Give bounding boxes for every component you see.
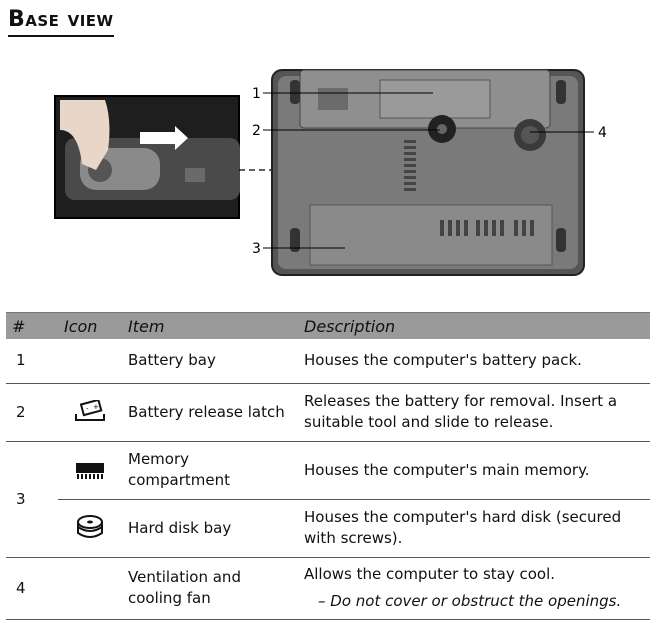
row-item: Memory compartment [122, 441, 298, 500]
row-num: 4 [6, 557, 58, 620]
base-view-figure: 1 2 3 4 [54, 69, 607, 276]
row-item: Hard disk bay [122, 499, 298, 558]
svg-text:-: - [86, 405, 89, 413]
row-description: Houses the computer's hard disk (secured… [298, 499, 650, 558]
header-icon: Icon [58, 312, 122, 339]
row-num: 2 [6, 383, 58, 442]
row-description: Houses the computer's main memory. [298, 441, 650, 500]
row-note: – Do not cover or obstruct the openings. [318, 592, 622, 610]
row-num: 3 [6, 441, 58, 558]
table-header-row: # Icon Item Description [6, 312, 650, 339]
laptop-base-image [271, 69, 585, 276]
row-description: Allows the computer to stay cool. [304, 565, 556, 583]
row-description: Releases the battery for removal. Insert… [298, 383, 650, 442]
callout-3: 3 [252, 241, 261, 257]
callout-1: 1 [252, 86, 261, 102]
table-row: 1 Battery bay Houses the computer's batt… [6, 339, 650, 384]
table-row: Hard disk bay Houses the computer's hard… [6, 499, 650, 558]
memory-icon [64, 460, 116, 480]
callout-4: 4 [598, 125, 607, 141]
table-row: 2 - + Battery release latch Releases the… [6, 383, 650, 442]
svg-text:+: + [93, 403, 99, 411]
row-description: Houses the computer's battery pack. [298, 339, 650, 384]
battery-release-latch-icon: - + [64, 400, 116, 424]
row-num: 1 [6, 339, 58, 384]
table-row: 4 Ventilation and cooling fan Allows the… [6, 557, 650, 620]
row-item: Battery release latch [122, 383, 298, 442]
callout-2: 2 [252, 123, 261, 139]
row-item: Battery bay [122, 339, 298, 384]
page-title: Base view [8, 6, 114, 37]
hard-disk-icon [64, 513, 116, 543]
latch-inset-photo [54, 95, 240, 219]
header-item: Item [122, 312, 298, 339]
base-view-table: # Icon Item Description 1 Battery bay Ho… [6, 312, 650, 620]
row-item: Ventilation and cooling fan [122, 557, 298, 620]
header-description: Description [298, 312, 650, 339]
header-num: # [6, 312, 58, 339]
table-row: 3 Memory compartment Houses the com [6, 441, 650, 558]
